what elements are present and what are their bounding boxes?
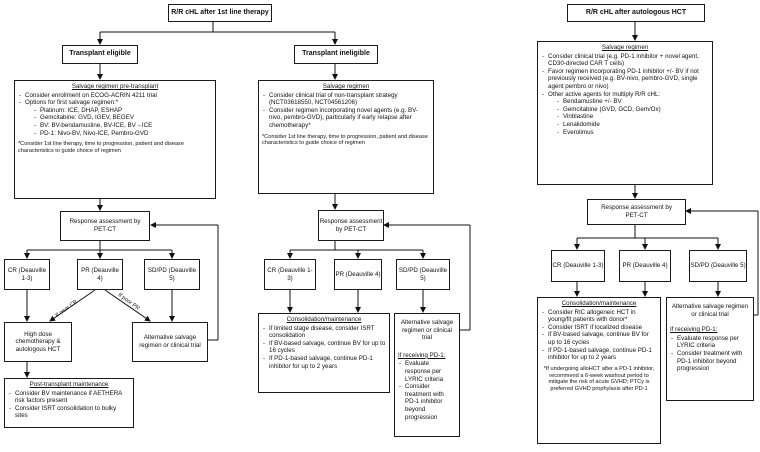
col2-salvage-title: Salvage regimen (322, 83, 370, 90)
transplant-eligible-box: Transplant eligible (62, 45, 138, 64)
col3-consolidation-box: Consolidation/maintenance Consider RIC a… (537, 297, 661, 444)
alternative-salvage-box: Alternative salvage regimen or clinical … (132, 322, 208, 362)
list-item: PD-1: Nivo-BV, Nivo-ICE, Pembro-GVD (18, 130, 212, 138)
salvage-note: *Consider 1st line therapy, time to prog… (18, 141, 184, 154)
col2-alternative-box: Alternative salvage regimen or clinical … (394, 313, 460, 437)
list-item: Everolimus (541, 129, 709, 137)
col3-alternative-box: Alternative salvage regimen or clinical … (666, 297, 754, 401)
col3-alternative-text: Alternative salvage regimen or clinical … (671, 303, 749, 318)
col2-consolidation-box: Consolidation/maintenance If limited sta… (258, 313, 390, 393)
col2-pr-label: PR (Deauville 4) (335, 270, 381, 278)
col3-salvage-box: Salvage regimen Consider clinical trial … (537, 41, 713, 185)
list-item: Gemcitabine (GVD, GCD, Gem/Ox) (541, 106, 709, 114)
col3-cr-label: CR (Deauville 1-3) (552, 262, 604, 270)
post-transplant-title: Post-transplant maintenance (29, 381, 109, 388)
list-item: Lenalidomide (541, 121, 709, 129)
col1-header-text: R/R cHL after 1st line therapy (171, 8, 269, 16)
list-item: Options for first salvage regimen:* (18, 99, 212, 107)
salvage-pre-transplant-title: Salvage regimen pre-transplant (71, 83, 159, 90)
response-assessment-box: Response assessment by PET-CT (60, 211, 150, 241)
transplant-ineligible-label: Transplant ineligible (302, 50, 370, 58)
list-item: Bendamustine +/- BV (541, 98, 709, 106)
cr-label: CR (Deauville 1-3) (7, 266, 47, 282)
col2-salvage-note: *Consider 1st line therapy, time to prog… (262, 133, 428, 147)
col3-pr-box: PR (Deauville 4) (619, 250, 671, 282)
col2-response-box: Response assessment by PET-CT (318, 210, 384, 241)
list-item: Evaluate response per LYRIC criteria (398, 360, 456, 383)
col2-cr-label: CR (Deauville 1-3) (267, 266, 313, 282)
col2-salvage-box: Salvage regimen Consider clinical trial … (258, 80, 434, 194)
list-item: Consider ISRT consolidation to bulky sit… (8, 405, 130, 420)
list-item: If BV-based salvage, continue BV for up … (262, 340, 386, 355)
list-item: BV: BV-bendamustine, BV-ICE, BV→ICE (18, 122, 212, 130)
col2-cr-box: CR (Deauville 1-3) (264, 259, 316, 290)
list-item: Gemcitabine: GVD, IGEV, BEGEV (18, 114, 212, 122)
cr-box: CR (Deauville 1-3) (4, 259, 50, 290)
col3-cr-box: CR (Deauville 1-3) (551, 250, 605, 282)
col3-pd1-subtitle: If receiving PD-1: (670, 326, 718, 334)
list-item: Consider treatment with PD-1 inhibitor b… (398, 383, 456, 421)
col2-pr-box: PR (Deauville 4) (334, 259, 382, 290)
col2-pd1-subtitle: If receiving PD-1: (398, 351, 446, 359)
list-item: Consider enrollment on ECOG-ACRIN 4211 t… (18, 92, 212, 100)
list-item: Evaluate response per LYRIC criteria (670, 335, 750, 350)
col3-sdpd-label: SD/PD (Deauville 5) (690, 262, 746, 270)
col3-pr-label: PR (Deauville 4) (622, 262, 668, 270)
col2-alternative-text: Alternative salvage regimen or clinical … (400, 319, 454, 342)
list-item: Vinblastine (541, 113, 709, 121)
col2-sdpd-label: SD/PD (Deauville 5) (398, 266, 448, 282)
list-item: Other active agents for multiply R/R cHL… (541, 91, 709, 99)
col3-consolidation-note: *If undergoing alloHCT after a PD-1 inhi… (543, 365, 655, 393)
pr-label: PR (Deauville 4) (81, 266, 119, 282)
transplant-ineligible-box: Transplant ineligible (294, 45, 378, 64)
list-item: Consider RIC allogeneic HCT in young/fit… (541, 309, 657, 324)
alternative-salvage-label: Alternative salvage regimen or clinical … (139, 334, 201, 349)
list-item: If limited stage disease, consider ISRT … (262, 325, 386, 340)
col3-header-text: R/R cHL after autologous HCT (585, 8, 687, 16)
high-dose-chemo-box: High dose chemotherapy & autologous HCT (4, 322, 72, 362)
col3-header: R/R cHL after autologous HCT (567, 4, 705, 22)
list-item: Consider clinical trial of non-transplan… (262, 92, 430, 107)
list-item: If PD-1-based salvage, continue PD-1 inh… (262, 355, 386, 370)
list-item: Platinum: ICE, DHAP, ESHAP (18, 107, 212, 115)
salvage-pre-transplant-box: Salvage regimen pre-transplant Consider … (14, 80, 216, 199)
list-item: Consider treatment with PD-1 inhibitor b… (670, 350, 750, 373)
col2-consolidation-title: Consolidation/maintenance (286, 316, 362, 323)
col3-sdpd-box: SD/PD (Deauville 5) (689, 250, 747, 282)
list-item: Favor regimen incorporating PD-1 inhibit… (541, 68, 709, 91)
list-item: Consider clinical trial (e.g. PD-1 inhib… (541, 53, 709, 68)
high-dose-chemo-label: High dose chemotherapy & autologous HCT (15, 330, 61, 353)
response-assessment-label: Response assessment by PET-CT (69, 218, 141, 233)
col2-response-label: Response assessment by PET-CT (319, 217, 383, 233)
list-item: If BV-based salvage, continue BV for up … (541, 331, 657, 346)
transplant-eligible-label: Transplant eligible (69, 50, 131, 58)
col2-sdpd-box: SD/PD (Deauville 5) (396, 259, 450, 290)
list-item: If PD-1-based salvage, continue PD-1 inh… (541, 347, 657, 362)
col3-response-label: Response assessment by PET-CT (601, 204, 672, 219)
list-item: Consider regimen incorporating novel age… (262, 107, 430, 130)
sdpd-box: SD/PD (Deauville 5) (144, 259, 200, 290)
col3-response-box: Response assessment by PET-CT (587, 199, 686, 225)
col1-header: R/R cHL after 1st line therapy (168, 4, 272, 22)
list-item: Consider BV maintenance if AETHERA risk … (8, 390, 130, 405)
pr-box: PR (Deauville 4) (77, 259, 123, 290)
col3-salvage-title: Salvage regimen (601, 44, 649, 51)
list-item: Consider ISRT if localized disease (541, 324, 657, 332)
col3-consolidation-title: Consolidation/maintenance (561, 300, 637, 307)
post-transplant-box: Post-transplant maintenance Consider BV … (4, 378, 134, 428)
sdpd-label: SD/PD (Deauville 5) (147, 266, 197, 282)
